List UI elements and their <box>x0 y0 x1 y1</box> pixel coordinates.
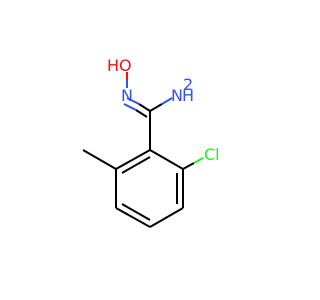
amine-nitrogen-label: N <box>171 86 183 105</box>
ring-bond-c1-c2 <box>149 149 184 170</box>
benzene-ring <box>115 149 184 228</box>
amine-bond <box>149 97 173 112</box>
imine-double-bond <box>123 97 151 118</box>
molecule-structure: HO N N H 2 Cl <box>82 56 220 228</box>
ring-bond-c6-c1-inner <box>121 156 151 174</box>
hydroxyl-label: HO <box>107 56 132 75</box>
imine-nitrogen-label: N <box>121 86 133 105</box>
ring-bond-c4-c5-inner <box>121 203 151 221</box>
amine-hydrogen-label: H <box>182 86 194 105</box>
ring-bond-c4-c5 <box>115 207 151 228</box>
methyl-bond <box>82 149 117 170</box>
amine-hydrogen-subscript: 2 <box>183 75 193 94</box>
ring-bond-c3-c4 <box>149 207 184 228</box>
ring-bond-c6-c1 <box>115 149 151 170</box>
chlorine-bond <box>182 157 204 170</box>
chlorine-label: Cl <box>204 145 220 164</box>
